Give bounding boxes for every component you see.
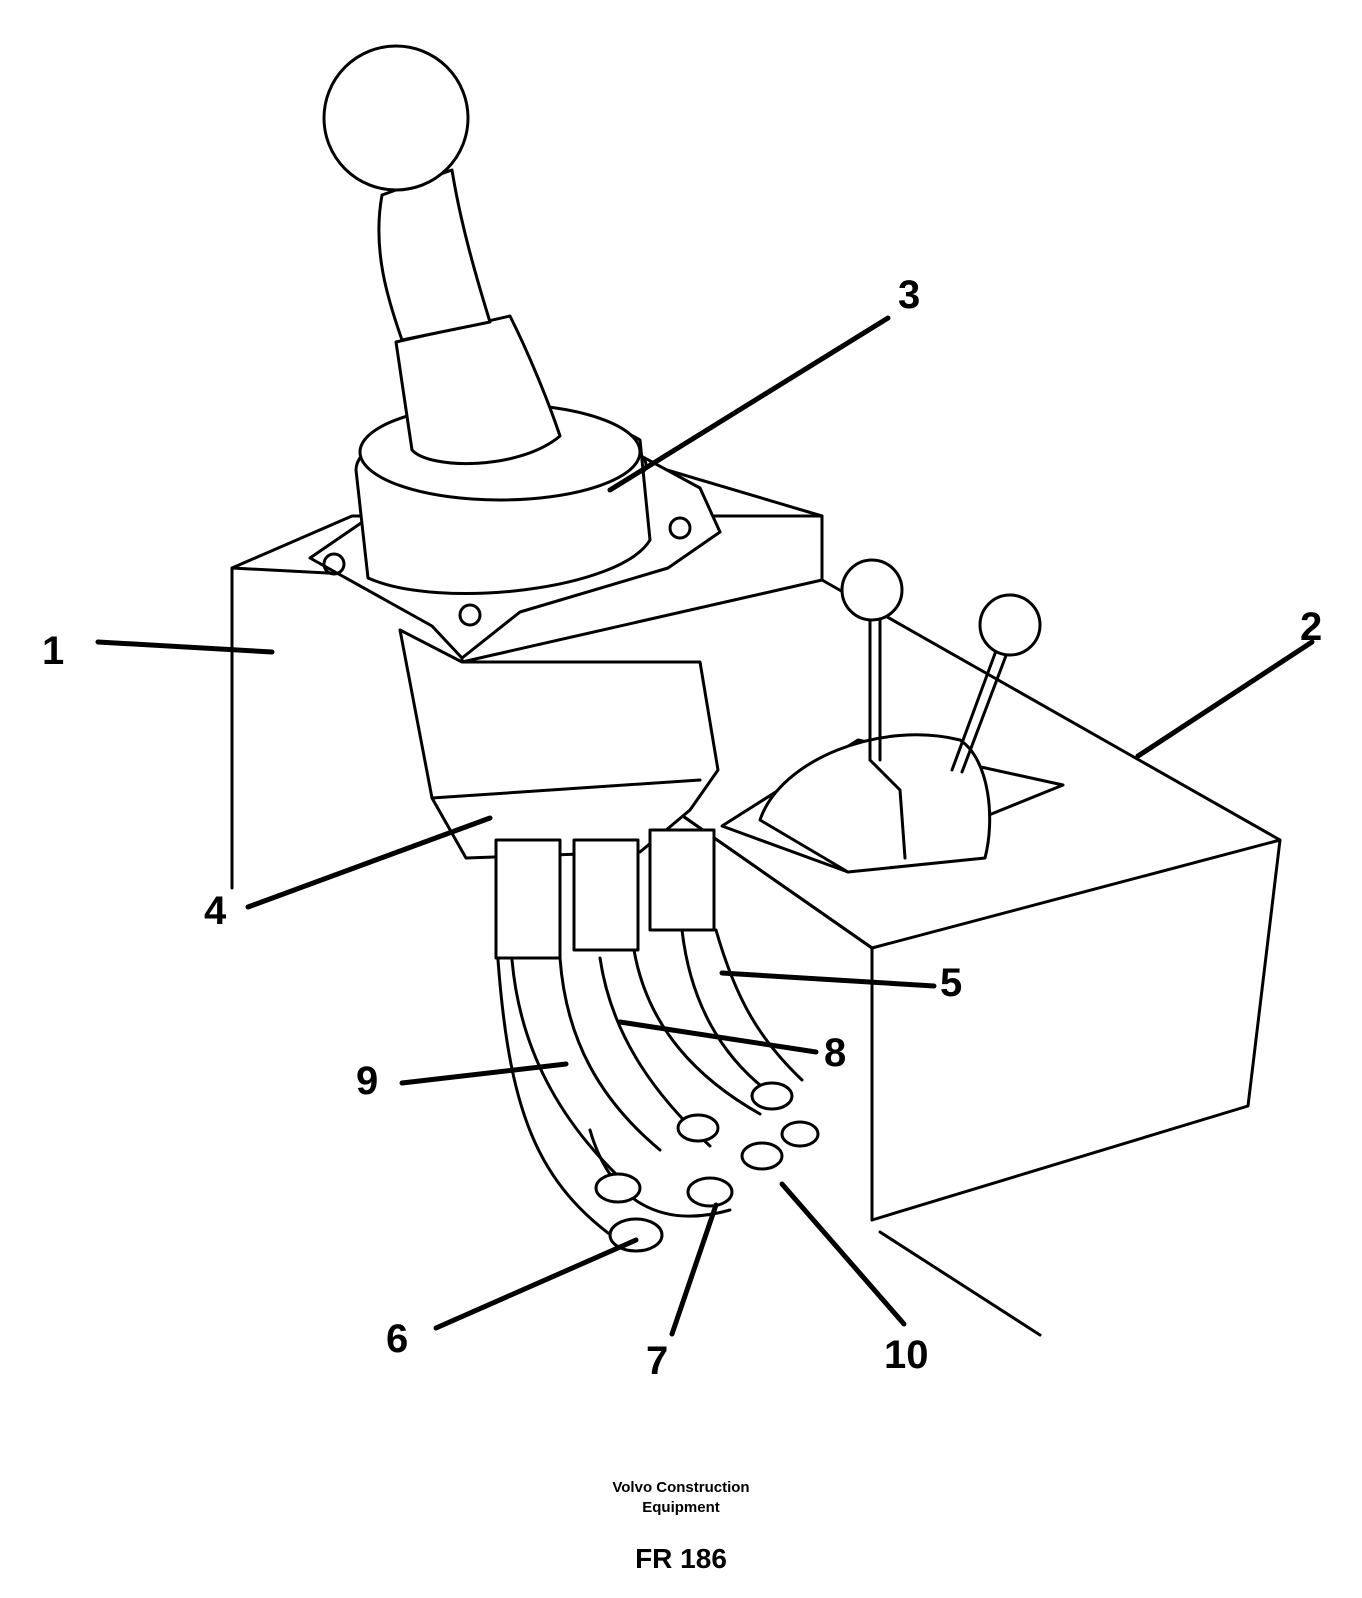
callout-3: 3 — [898, 273, 920, 317]
footer-brand-line2: Equipment — [642, 1499, 720, 1516]
callout-4: 4 — [204, 889, 227, 933]
callout-labels: 1 2 3 4 5 6 7 8 9 10 — [42, 273, 1322, 1383]
hose-set — [494, 828, 820, 1253]
leader-7 — [669, 1202, 719, 1337]
callout-10: 10 — [884, 1333, 929, 1377]
callout-9: 9 — [356, 1059, 378, 1103]
callout-6: 6 — [386, 1317, 408, 1361]
footer-brand-line1: Volvo Construction — [612, 1479, 750, 1496]
valve-body — [398, 628, 720, 860]
dual-lever-unit — [720, 558, 1065, 874]
leader-1 — [95, 639, 275, 655]
callout-8: 8 — [824, 1031, 846, 1075]
callout-1: 1 — [42, 629, 64, 673]
leader-9 — [399, 1061, 569, 1086]
leader-10 — [779, 1181, 907, 1327]
leader-2 — [1135, 639, 1315, 759]
callout-5: 5 — [940, 961, 962, 1005]
leader-8 — [617, 1019, 819, 1055]
callout-7: 7 — [646, 1339, 668, 1383]
leader-3 — [607, 315, 891, 493]
leader-lines — [95, 315, 1315, 1337]
leader-6 — [433, 1237, 639, 1331]
leader-4 — [245, 815, 493, 910]
leader-5 — [719, 970, 937, 989]
callout-2: 2 — [1300, 605, 1322, 649]
figure-id: FR 186 — [635, 1543, 727, 1574]
main-joystick — [308, 44, 722, 660]
